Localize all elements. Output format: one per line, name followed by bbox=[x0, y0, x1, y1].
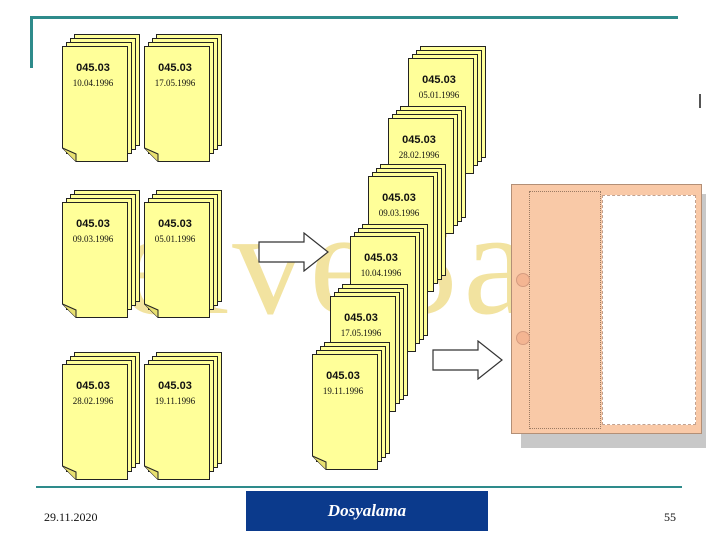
left-rule bbox=[30, 16, 33, 68]
document-stack: 045.03 17.05.1996 bbox=[144, 34, 230, 162]
document-stack: 045.03 09.03.1996 bbox=[62, 190, 148, 318]
slide-date: 29.11.2020 bbox=[44, 510, 98, 524]
binder-page bbox=[602, 195, 696, 425]
document-date: 17.05.1996 bbox=[340, 328, 382, 338]
binder-spine bbox=[529, 191, 601, 429]
document-date: 09.03.1996 bbox=[72, 234, 114, 244]
document-code: 045.03 bbox=[402, 134, 436, 146]
document-code: 045.03 bbox=[158, 62, 192, 74]
document-date: 05.01.1996 bbox=[154, 234, 196, 244]
binder-folder bbox=[511, 184, 706, 448]
document-code: 045.03 bbox=[422, 74, 456, 86]
document-stack: 045.03 28.02.1996 bbox=[62, 352, 148, 480]
slide-title: Dosyalama bbox=[246, 491, 488, 531]
document-code: 045.03 bbox=[158, 218, 192, 230]
binder-ring-icon bbox=[516, 273, 530, 287]
document-date: 28.02.1996 bbox=[398, 150, 440, 160]
bottom-rule bbox=[36, 486, 682, 488]
document-date: 09.03.1996 bbox=[378, 208, 420, 218]
document-date: 28.02.1996 bbox=[72, 396, 114, 406]
binder-body bbox=[511, 184, 702, 434]
document-code: 045.03 bbox=[382, 192, 416, 204]
arrow-right-icon bbox=[258, 232, 329, 272]
document-code: 045.03 bbox=[364, 252, 398, 264]
sorted-document: 045.03 19.11.1996 bbox=[312, 342, 398, 470]
document-code: 045.03 bbox=[76, 218, 110, 230]
document-date: 10.04.1996 bbox=[360, 268, 402, 278]
document-stack: 045.03 10.04.1996 bbox=[62, 34, 148, 162]
document-date: 19.11.1996 bbox=[322, 386, 364, 396]
document-date: 05.01.1996 bbox=[418, 90, 460, 100]
document-code: 045.03 bbox=[326, 370, 360, 382]
document-code: 045.03 bbox=[76, 380, 110, 392]
document-date: 17.05.1996 bbox=[154, 78, 196, 88]
document-code: 045.03 bbox=[158, 380, 192, 392]
side-mark bbox=[699, 94, 701, 108]
arrow-right-icon bbox=[432, 340, 503, 380]
page-number: 55 bbox=[664, 510, 676, 524]
document-stack: 045.03 05.01.1996 bbox=[144, 190, 230, 318]
document-date: 10.04.1996 bbox=[72, 78, 114, 88]
document-code: 045.03 bbox=[344, 312, 378, 324]
document-code: 045.03 bbox=[76, 62, 110, 74]
top-rule bbox=[30, 16, 678, 19]
document-date: 19.11.1996 bbox=[154, 396, 196, 406]
document-stack: 045.03 19.11.1996 bbox=[144, 352, 230, 480]
binder-ring-icon bbox=[516, 331, 530, 345]
